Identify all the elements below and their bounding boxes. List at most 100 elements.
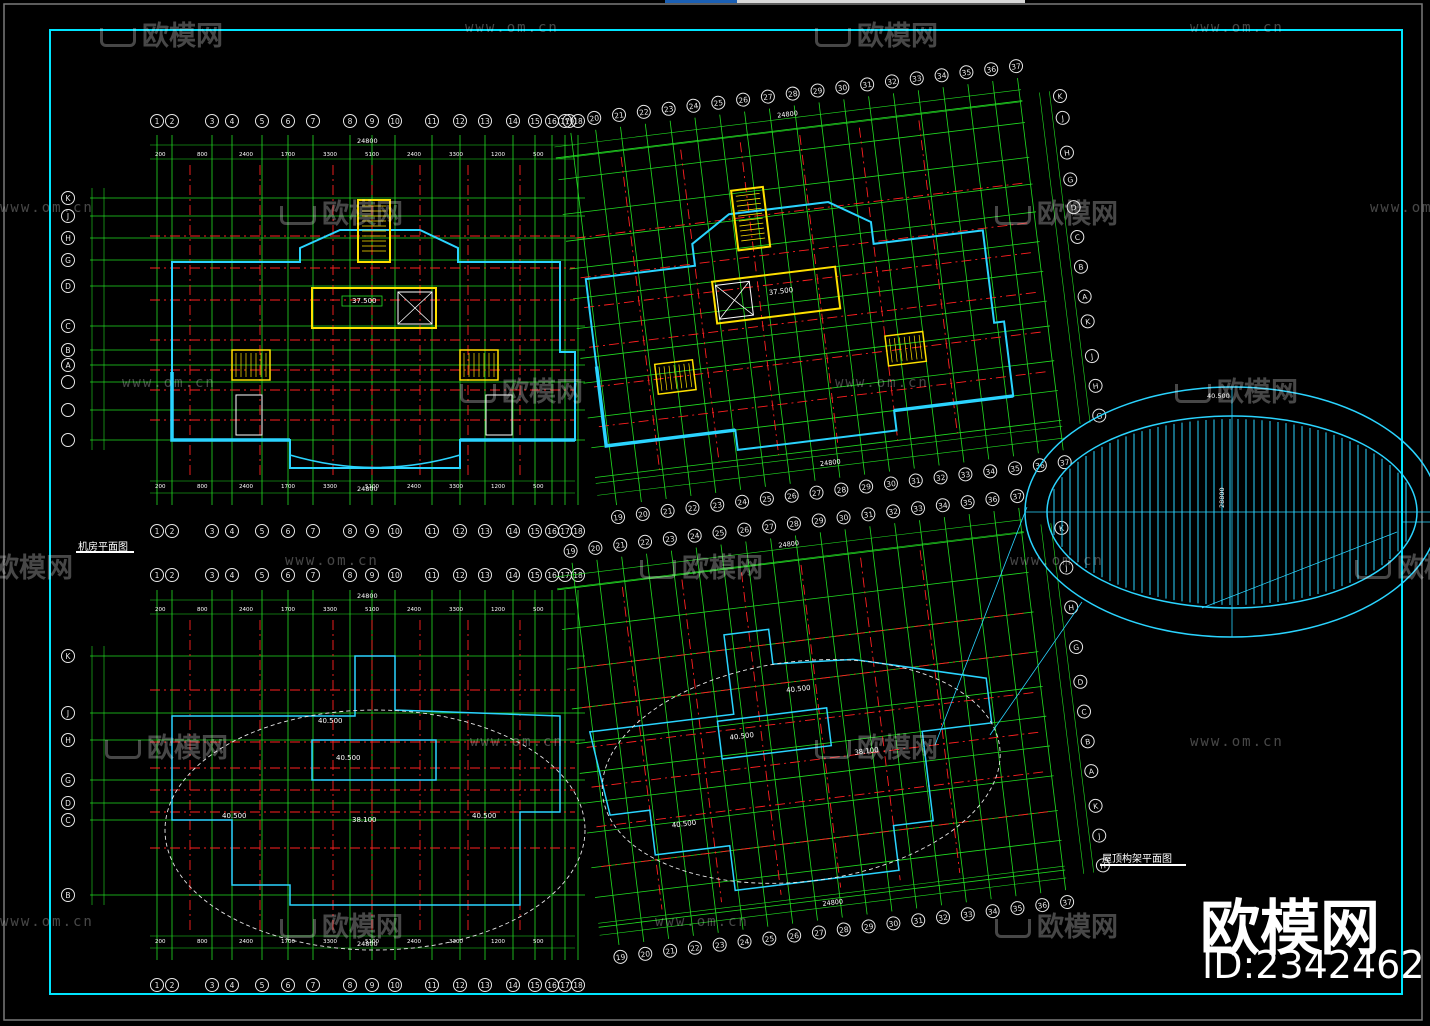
grid-line-vertical [621,556,670,939]
axis-bubble-circle [1080,734,1095,749]
axis-bubble: G [1069,640,1084,655]
axis-label: 3 [210,117,215,126]
axis-bubble-circle [1060,895,1075,910]
grid-line-vertical [720,544,769,927]
axis-label: 9 [370,571,375,580]
axis-bubble: 20 [588,540,603,555]
axis-label: 18 [573,981,583,990]
dimension-text: 1200 [491,484,505,490]
dimension-text: 2400 [407,152,421,158]
stair-tread [673,365,678,389]
dimension-text: 3300 [449,607,463,613]
axis-bubble: 11 [425,114,439,128]
elevation-label: 40.500 [472,812,497,820]
dimension-text: 3300 [323,939,337,945]
axis-bubble-circle [1008,461,1023,476]
axis-bubble: D [61,796,75,810]
axis-bubble: 16 [545,524,559,538]
axis-label: 6 [286,981,291,990]
axis-label: 36 [1037,900,1048,910]
sofa-icon [100,28,136,47]
axis-bubble: J [61,209,75,223]
axis-bubble-circle [909,71,924,86]
elevation-label: 40.500 [729,731,754,742]
axis-bubble: 5 [255,568,269,582]
axis-label: 20 [640,949,651,959]
axis-bubble-circle [1084,349,1099,364]
axis-bubble: 24 [687,528,702,543]
axis-bubble: K [1054,520,1069,535]
stair-tread [668,365,673,390]
axis-bubble: D [61,279,75,293]
grid-line-horizontal [583,325,1050,384]
axis-bubble-circle [150,978,164,992]
grid-line-vertical [768,108,816,481]
grid-line-horizontal [594,839,1062,898]
axis-bubble: J [1059,560,1074,575]
axis-bubble: B [1080,734,1095,749]
axis-bubble-circle [343,978,357,992]
axis-label: 11 [427,981,437,990]
axis-bubble: 12 [453,978,467,992]
axis-label: 16 [547,117,557,126]
axis-bubble: 1 [150,978,164,992]
axis-bubble: 20 [638,946,653,961]
watermark-brand-8: 欧模网 [640,546,763,585]
sofa-icon [815,28,851,47]
axis-bubble: 21 [613,537,628,552]
watermark-url-2: www.om.cn [1190,20,1284,36]
axis-bubble-circle [281,524,295,538]
axis-label: 2 [170,117,175,126]
axis-bubble: 30 [835,80,850,95]
axis-bubble: 28 [834,482,849,497]
axis-bubble-circle [911,913,926,928]
axis-label: 2 [170,527,175,536]
axis-bubble-circle [613,537,628,552]
dimension-text: 1700 [281,484,295,490]
axis-label: D [65,282,71,291]
axis-bubble: 8 [343,978,357,992]
stair-tread [918,334,923,359]
axis-bubble [61,403,75,417]
axis-bubble-circle [985,904,1000,919]
roof-outline [588,628,993,892]
axis-bubble: J [61,706,75,720]
axis-bubble: 8 [343,568,357,582]
axis-bubble-circle [571,978,585,992]
axis-bubble: B [1073,259,1088,274]
axis-label: 33 [913,504,924,514]
watermark-brand-10: 欧模网 [105,726,228,765]
axis-bubble-circle [884,74,899,89]
total-width-dimension: 24800 [357,485,378,493]
axis-bubble-circle [1066,200,1081,215]
elevator-core [311,287,437,329]
grid-line-vertical [644,123,692,497]
axis-bubble: 31 [911,913,926,928]
axis-label: 14 [508,571,518,580]
axis-line-red [621,586,663,910]
sofa-icon [460,384,496,403]
axis-label: 10 [390,571,400,580]
roof-ellipse-outline [601,659,1001,884]
axis-bubble: 26 [737,522,752,537]
axis-bubble: 35 [1010,901,1025,916]
axis-line-red [739,142,780,456]
axis-bubble-circle [611,510,626,525]
axis-bubble-circle [1077,289,1092,304]
elevator-cross [719,281,750,320]
axis-label: H [65,736,71,745]
stair-tread [913,335,918,360]
axis-bubble: 15 [528,978,542,992]
axis-label: 25 [713,98,724,108]
axis-label: 33 [912,74,923,84]
axis-label: 9 [370,117,375,126]
axis-bubble-circle [225,568,239,582]
axis-bubble-circle [809,485,824,500]
axis-bubble: 36 [1035,898,1050,913]
detail-leader [934,506,1028,746]
axis-bubble: 4 [225,568,239,582]
axis-label: 10 [390,527,400,536]
grid-line-vertical [719,114,766,487]
detail-leader [989,601,1083,736]
axis-label: 32 [887,77,898,87]
